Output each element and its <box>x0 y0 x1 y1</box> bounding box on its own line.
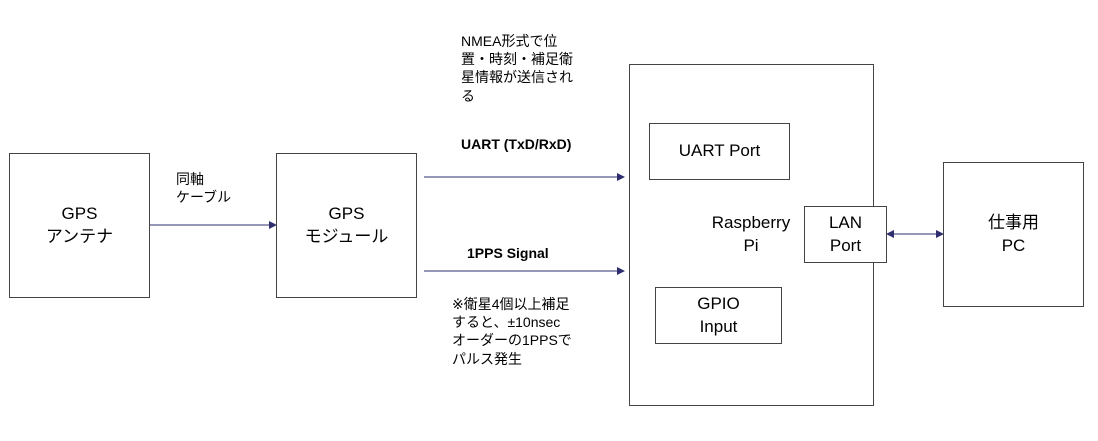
raspberry-pi-label: Raspberry Pi <box>711 213 791 255</box>
work-pc-label: 仕事用 PC <box>988 212 1039 255</box>
nmea-note: NMEA形式で位 置・時刻・補足衛 星情報が送信され る <box>461 33 573 104</box>
lan-port-box: LAN Port <box>804 206 887 263</box>
coax-cable-label: 同軸 ケーブル <box>176 171 232 206</box>
gps-antenna-box: GPS アンテナ <box>9 153 150 298</box>
gps-module-label: GPS モジュール <box>304 203 389 246</box>
gpio-input-label: GPIO Input <box>697 293 740 336</box>
gps-antenna-label: GPS アンテナ <box>45 203 114 246</box>
lan-port-label: LAN Port <box>828 212 863 255</box>
gpio-input-box: GPIO Input <box>655 287 782 344</box>
uart-port-box: UART Port <box>649 123 790 180</box>
uart-port-label: UART Port <box>678 141 761 161</box>
pps-note: ※衛星4個以上補足 すると、±10nsec オーダーの1PPSで パルス発生 <box>452 296 572 367</box>
work-pc-box: 仕事用 PC <box>943 162 1084 307</box>
uart-label: UART (TxD/RxD) <box>461 136 572 152</box>
gps-module-box: GPS モジュール <box>276 153 417 298</box>
pps-signal-label: 1PPS Signal <box>467 245 549 261</box>
